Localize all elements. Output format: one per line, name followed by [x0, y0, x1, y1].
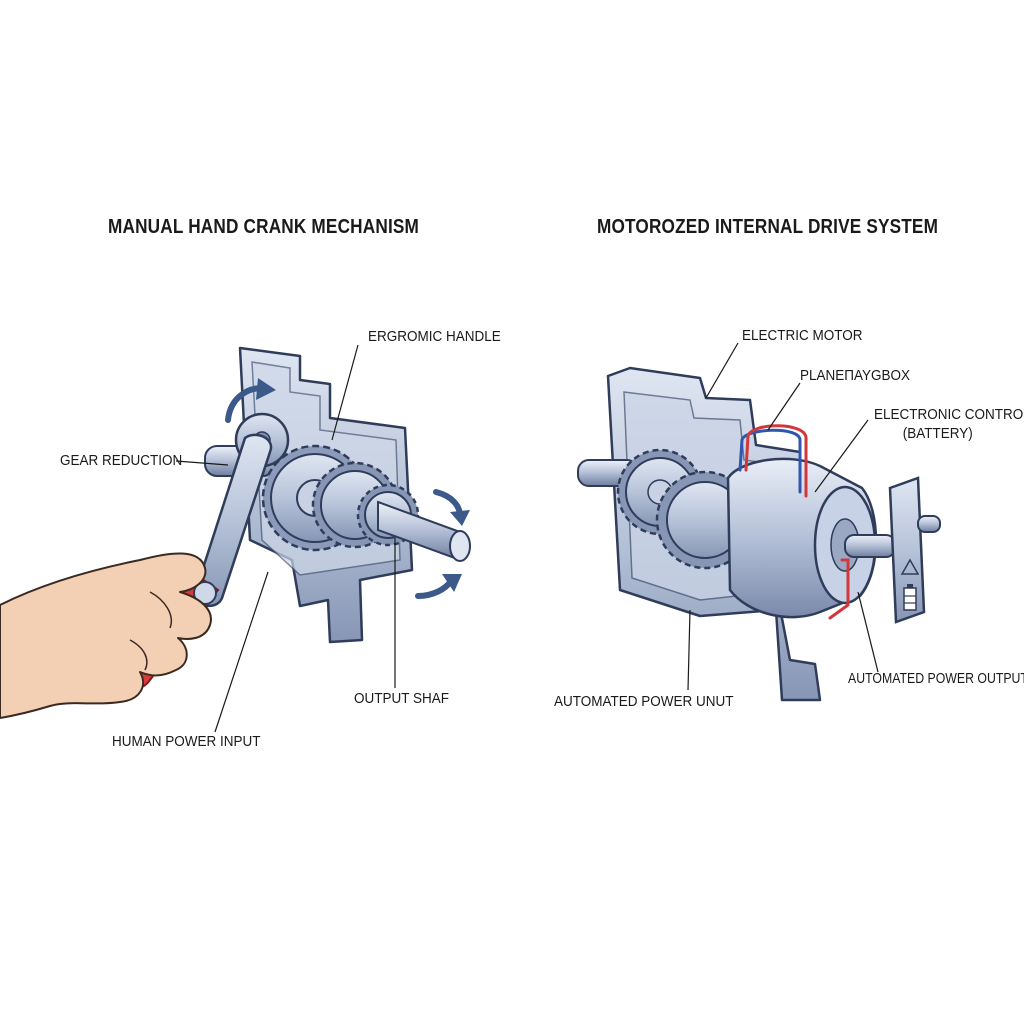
rotation-arrow-bottom: [415, 574, 462, 599]
label-automated-power-unit: AUTOMATED POWER UNUT: [554, 693, 734, 710]
rotation-arrow-top: [225, 378, 276, 423]
left-leader-lines: [175, 344, 396, 733]
label-electronic-control-line1: ELECTRONIC CONTROL: [874, 406, 1024, 423]
label-ergonomic-handle: ERGROMIC HANDLE: [368, 328, 501, 345]
hand-crank-illustration: [0, 344, 471, 733]
label-electronic-control: ELECTRONIC CONTROL (BATTERY): [874, 406, 1024, 444]
right-panel-title: MOTOROZED INTERNAL DRIVE SYSTEM: [597, 216, 939, 238]
battery-icon: [903, 584, 917, 611]
label-gear-reduction: GEAR REDUCTION: [60, 452, 183, 469]
label-electronic-control-line2: (BATTERY): [902, 424, 973, 442]
crank-output-shaft-end: [449, 530, 471, 562]
rotation-arrow-right: [433, 489, 470, 526]
motorized-drive-illustration: [577, 342, 941, 702]
label-human-power-input: HUMAN POWER INPUT: [112, 733, 261, 750]
warning-triangle-icon: [900, 558, 920, 575]
hand-illustration: [0, 552, 212, 719]
label-output-shaft: OUTPUT SHAF: [354, 690, 450, 707]
label-planetary-gearbox: PLANEПAYGBOX: [800, 367, 910, 384]
motor-wires: [738, 424, 850, 620]
left-panel-title: MANUAL HAND CRANK MECHANISM: [108, 216, 420, 238]
motor-side-bracket: [888, 476, 926, 624]
motor-output-shaft: [844, 534, 896, 558]
label-automated-power-output: AUTOMATED POWER OUTPUT: [848, 670, 1024, 687]
right-leader-lines: [687, 342, 879, 691]
label-electric-motor: ELECTRIC MOTOR: [742, 327, 863, 344]
